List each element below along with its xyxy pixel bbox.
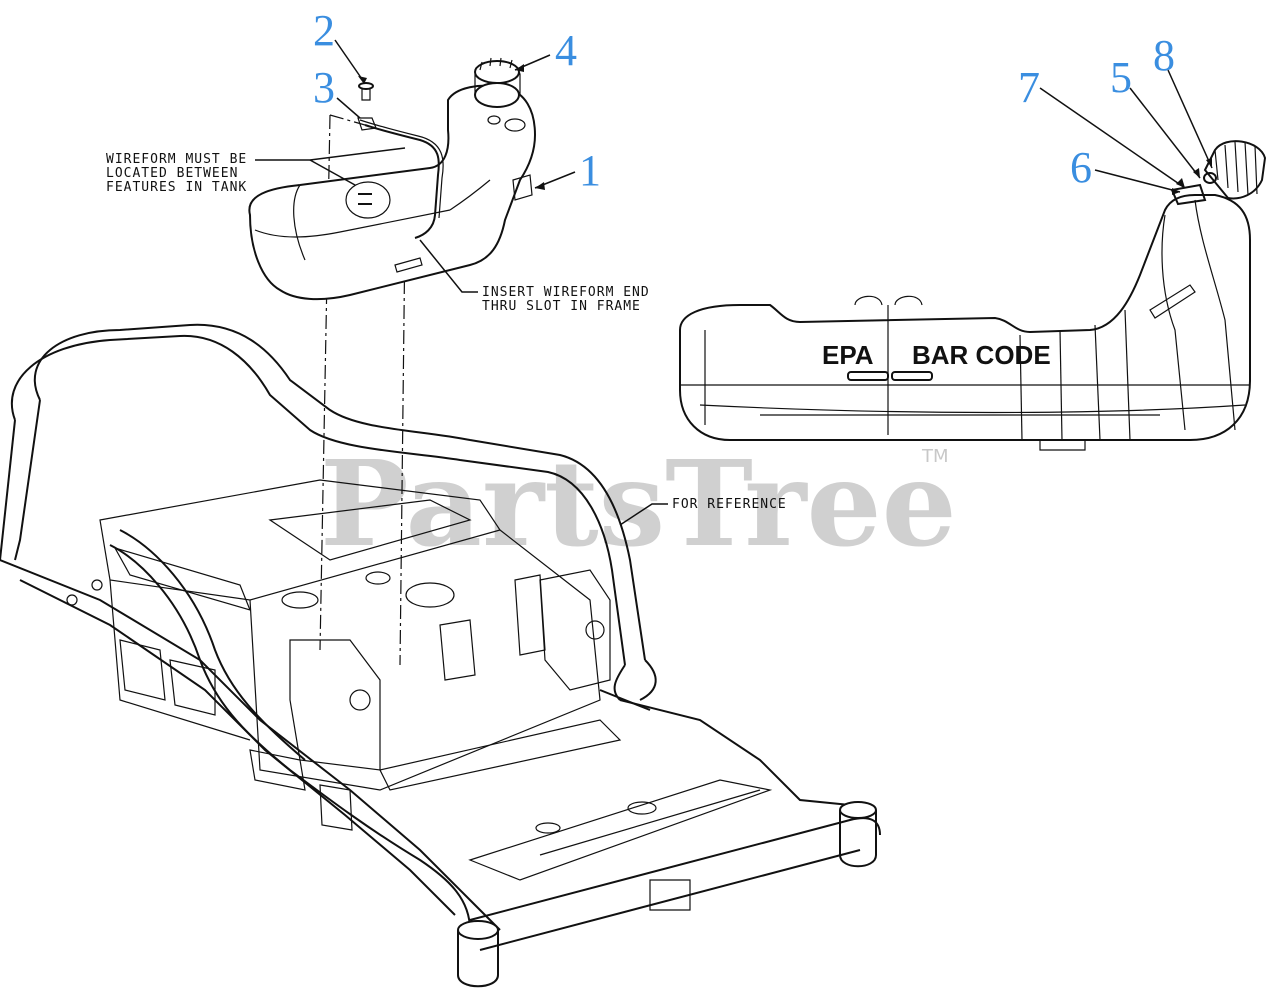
fuel-tank-right bbox=[679, 140, 1267, 451]
note-insert-2: THRU SLOT IN FRAME bbox=[482, 299, 641, 314]
callout-2: 2 bbox=[313, 6, 335, 55]
note-wireform-2: LOCATED BETWEEN bbox=[106, 166, 238, 181]
callout-4: 4 bbox=[555, 26, 577, 75]
screw-item-2 bbox=[358, 82, 374, 101]
barcode-label: BAR CODE bbox=[912, 340, 1051, 370]
watermark-text: PartsTree bbox=[320, 434, 957, 573]
callout-7: 7 bbox=[1018, 63, 1040, 112]
watermark: PartsTree TM bbox=[320, 434, 957, 573]
callout-6: 6 bbox=[1070, 143, 1092, 192]
watermark-tm: TM bbox=[921, 446, 949, 467]
callout-8: 8 bbox=[1153, 31, 1175, 80]
note-insert-1: INSERT WIREFORM END bbox=[482, 285, 650, 300]
note-wireform-3: FEATURES IN TANK bbox=[106, 180, 247, 195]
epa-label: EPA bbox=[822, 340, 874, 370]
note-reference: FOR REFERENCE bbox=[672, 497, 787, 512]
annotation-notes: WIREFORM MUST BE LOCATED BETWEEN FEATURE… bbox=[106, 147, 787, 526]
callout-leaders bbox=[334, 39, 1213, 195]
callout-numbers: 1 2 3 4 5 6 7 8 bbox=[313, 6, 1175, 195]
frame-assembly bbox=[0, 323, 881, 988]
callout-3: 3 bbox=[313, 63, 335, 112]
clip-item-3 bbox=[357, 117, 377, 131]
fuel-tank-left bbox=[248, 57, 537, 301]
note-wireform-1: WIREFORM MUST BE bbox=[106, 152, 247, 167]
tank-labels: EPA BAR CODE bbox=[822, 340, 1051, 370]
callout-5: 5 bbox=[1110, 53, 1132, 102]
callout-1: 1 bbox=[579, 146, 601, 195]
